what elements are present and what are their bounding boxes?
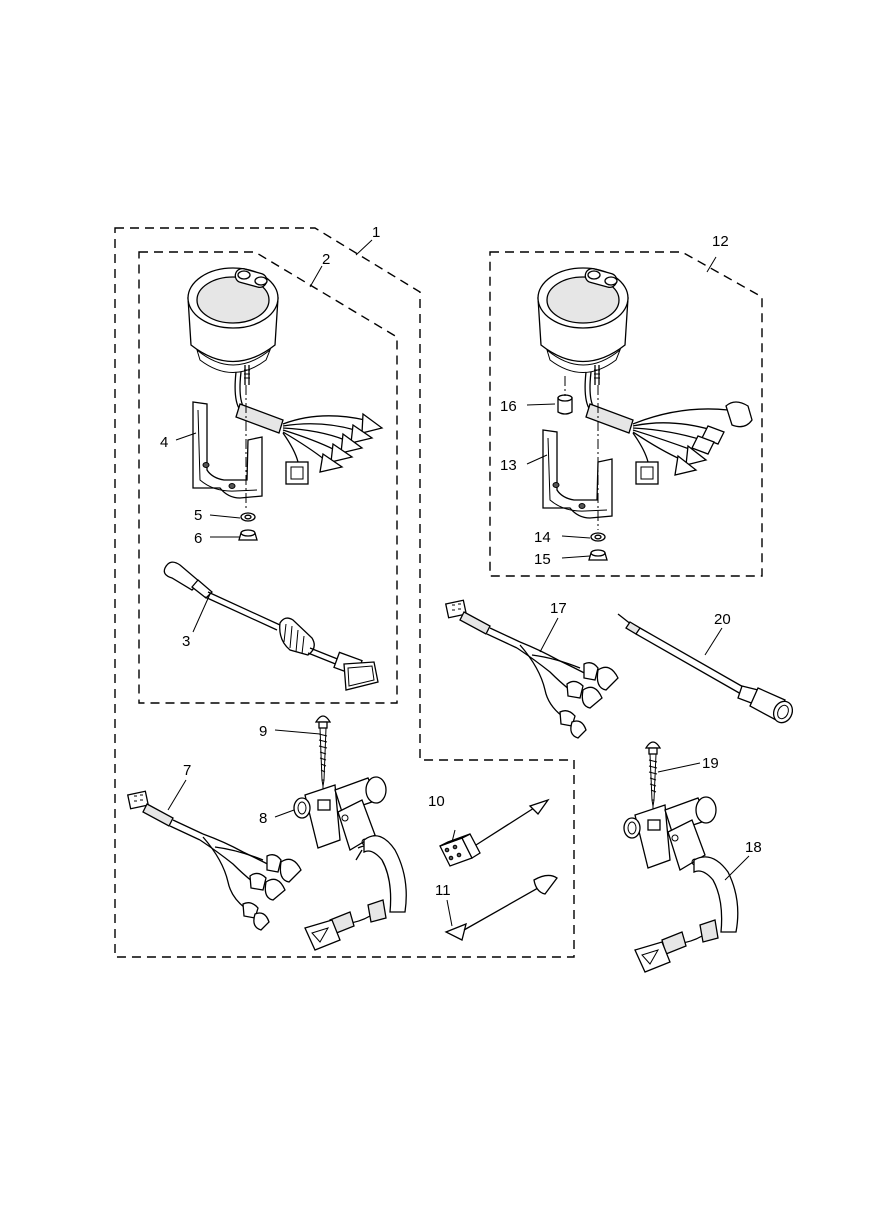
callout-6: 6 [194,530,202,547]
gauge-right-wiring [584,371,753,485]
assembly-1-boundary [114,227,575,958]
callout-15: 15 [534,551,551,568]
callout-20: 20 [714,611,731,628]
bracket-left [192,401,263,499]
callout-7: 7 [183,762,191,779]
callout-1: 1 [372,224,380,241]
nut-15 [588,549,608,561]
callout-12: 12 [712,233,729,250]
callout-16: 16 [500,398,517,415]
callout-9: 9 [259,723,267,740]
sender-18 [623,796,739,973]
callout-17: 17 [550,600,567,617]
cable-3 [163,561,379,691]
assembly-2-boundary [138,251,398,704]
probe-20 [617,613,794,724]
washer-14 [590,532,606,542]
connector-10 [439,798,550,867]
washer-5 [240,512,256,522]
harness-17 [444,599,619,739]
gauge-right [537,267,629,385]
callout-4: 4 [160,434,168,451]
leader-lines [167,239,750,927]
callout-13: 13 [500,457,517,474]
connector-11 [444,874,558,941]
callout-3: 3 [182,633,190,650]
bracket-right [542,429,613,519]
harness-7 [126,790,302,931]
callout-labels: 1 2 3 4 5 6 7 8 9 10 11 12 13 14 15 16 1… [160,224,762,899]
callout-10: 10 [428,793,445,810]
sender-8 [293,776,407,951]
callout-5: 5 [194,507,202,524]
callout-2: 2 [322,251,330,268]
gauge-left-wiring [234,371,384,485]
callout-18: 18 [745,839,762,856]
screw-9 [314,715,332,787]
nut-6 [238,529,258,541]
cap-16 [557,394,573,415]
callout-14: 14 [534,529,551,546]
callout-19: 19 [702,755,719,772]
gauge-left [187,267,279,385]
screw-19 [644,741,662,807]
assembly-12-boundary [489,251,763,577]
callout-11: 11 [435,882,451,899]
callout-8: 8 [259,810,267,827]
